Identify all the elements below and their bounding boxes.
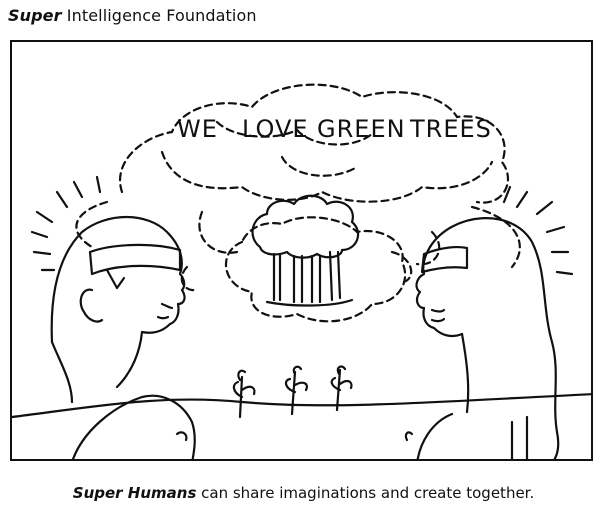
sprouts	[232, 365, 353, 419]
caption-bold: Super Humans	[72, 484, 197, 502]
foundation-title-bold: Super	[8, 6, 62, 25]
man-figure	[30, 175, 196, 459]
comic-panel: WE LOVE GREEN TREES	[10, 40, 593, 461]
thought-cloud	[75, 83, 521, 323]
caption-rest: can share imaginations and create togeth…	[196, 484, 535, 502]
ground-line	[12, 393, 591, 419]
comic-illustration: WE LOVE GREEN TREES	[12, 83, 591, 459]
woman-figure	[404, 185, 574, 459]
foundation-title: Super Intelligence Foundation	[8, 6, 257, 25]
foundation-title-rest: Intelligence Foundation	[61, 6, 257, 25]
caption: Super Humans can share imaginations and …	[0, 484, 607, 502]
thought-word-trees: TREES	[409, 115, 492, 143]
thought-word-green: GREEN	[317, 115, 406, 143]
thought-word-love: LOVE	[242, 115, 309, 143]
thought-words: WE LOVE GREEN TREES	[177, 115, 492, 143]
thought-word-we: WE	[177, 115, 218, 143]
imagined-trees	[251, 194, 360, 307]
